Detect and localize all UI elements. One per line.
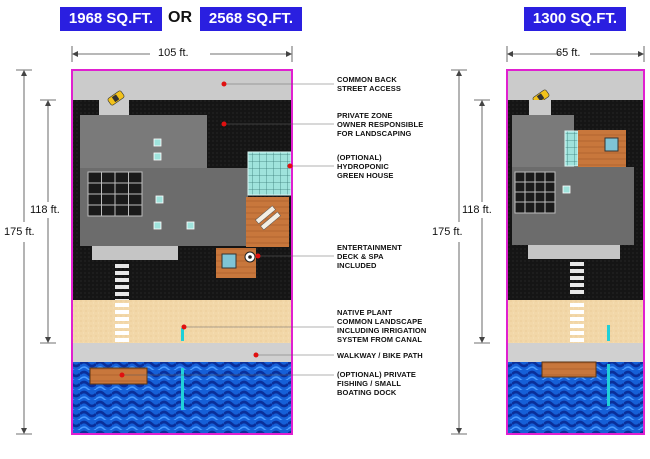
- large-house-roof-upper: [80, 115, 207, 168]
- marker-dot-icon: [253, 352, 259, 358]
- callout-line: INCLUDING IRRIGATION: [337, 326, 427, 335]
- callout-leaders: [122, 83, 334, 376]
- small-street-access: [507, 70, 644, 100]
- callout-line: ENTERTAINMENT: [337, 243, 402, 252]
- callout-line: COMMON LANDSCAPE: [337, 317, 423, 326]
- marker-dot-icon: [221, 121, 227, 127]
- or-label: OR: [168, 9, 192, 26]
- spa-icon: [604, 137, 619, 152]
- callout-line: FOR LANDSCAPING: [337, 129, 412, 138]
- marker-dot-icon: [181, 324, 187, 330]
- small-steps-landscape: [570, 303, 584, 342]
- small-private-depth-label: 118 ft.: [462, 204, 492, 216]
- large-private-depth-label: 118 ft.: [30, 204, 60, 216]
- large-width-label: 105 ft.: [158, 47, 189, 59]
- callout-line: FISHING / SMALL: [337, 379, 401, 388]
- large-steps-landscape: [115, 303, 129, 342]
- large-lot-border: [71, 69, 293, 435]
- callout-line: COMMON BACK: [337, 75, 397, 84]
- callout-private-zone: PRIVATE ZONE OWNER RESPONSIBLE FOR LANDS…: [337, 111, 423, 138]
- small-lot: [506, 69, 645, 435]
- irrigation-pipe: [607, 325, 610, 341]
- callout-line: HYDROPONIC: [337, 162, 389, 171]
- callout-line: (OPTIONAL) PRIVATE: [337, 370, 417, 379]
- large-patio: [92, 246, 178, 260]
- badge-1968-sqft: 1968 SQ.FT.: [60, 7, 162, 31]
- callout-line: PRIVATE ZONE: [337, 111, 393, 120]
- marker-dot-icon: [255, 253, 261, 259]
- small-lot-border: [506, 69, 645, 435]
- callout-line: GREEN HOUSE: [337, 171, 394, 180]
- small-steps: [570, 262, 584, 294]
- marker-dot-icon: [287, 163, 293, 169]
- badge-2568-sqft: 2568 SQ.FT.: [200, 7, 302, 31]
- skylight-icon: [562, 185, 571, 194]
- callout-line: DECK & SPA: [337, 252, 384, 261]
- skylight-icon: [153, 152, 162, 161]
- skylight-icon: [153, 221, 162, 230]
- greenhouse-icon: [564, 130, 579, 167]
- dimension-arrowheads: [21, 51, 644, 434]
- small-deck: [578, 130, 626, 167]
- small-walkway: [507, 343, 644, 362]
- small-landscape: [507, 300, 644, 343]
- irrigation-pipe: [181, 328, 184, 341]
- skylight-icon: [153, 138, 162, 147]
- solar-panels-icon: [87, 171, 143, 217]
- callout-common-back-street: COMMON BACK STREET ACCESS: [337, 75, 401, 93]
- greenhouse-icon: [247, 151, 292, 196]
- irrigation-intake: [181, 368, 184, 410]
- callout-boat-dock: (OPTIONAL) PRIVATE FISHING / SMALL BOATI…: [337, 370, 416, 397]
- callout-line: WALKWAY / BIKE PATH: [337, 351, 423, 360]
- callout-line: STREET ACCESS: [337, 84, 401, 93]
- small-width-label: 65 ft.: [556, 47, 581, 59]
- small-driveway: [529, 100, 551, 115]
- callout-line: INCLUDED: [337, 261, 377, 270]
- callout-line: (OPTIONAL): [337, 153, 382, 162]
- small-patio: [528, 245, 620, 259]
- irrigation-intake: [607, 364, 610, 406]
- callout-walkway: WALKWAY / BIKE PATH: [337, 351, 423, 360]
- marker-dot-icon: [119, 372, 125, 378]
- spa-icon: [221, 253, 237, 269]
- callout-markers: [119, 81, 293, 378]
- skylight-icon: [186, 221, 195, 230]
- badge-1300-sqft: 1300 SQ.FT.: [524, 7, 626, 31]
- callout-line: BOATING DOCK: [337, 388, 397, 397]
- small-boat-dock: [541, 361, 597, 378]
- callout-line: OWNER RESPONSIBLE: [337, 120, 424, 129]
- large-boat-dock: [89, 367, 148, 385]
- callout-native-plant: NATIVE PLANT COMMON LANDSCAPE INCLUDING …: [337, 308, 426, 344]
- skylight-icon: [155, 195, 164, 204]
- marker-dot-icon: [221, 81, 227, 87]
- car-icon: [107, 90, 125, 106]
- callout-entertainment-deck: ENTERTAINMENT DECK & SPA INCLUDED: [337, 243, 402, 270]
- lounge-chairs-icon: [255, 205, 281, 231]
- small-total-depth-label: 175 ft.: [432, 226, 463, 238]
- small-house-roof-upper: [512, 115, 574, 167]
- large-lot: [71, 69, 293, 435]
- umbrella-table-icon: [244, 251, 256, 263]
- callout-line: SYSTEM FROM CANAL: [337, 335, 423, 344]
- large-walkway: [72, 343, 292, 362]
- large-total-depth-label: 175 ft.: [4, 226, 35, 238]
- solar-panels-icon: [514, 171, 556, 214]
- callout-greenhouse: (OPTIONAL) HYDROPONIC GREEN HOUSE: [337, 153, 394, 180]
- callout-line: NATIVE PLANT: [337, 308, 393, 317]
